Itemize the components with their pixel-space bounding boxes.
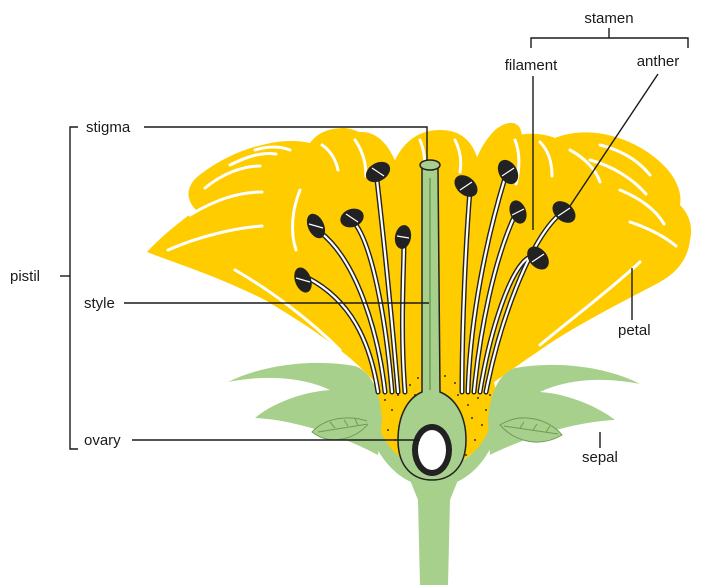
filament-label: filament: [505, 57, 558, 74]
stigma-tip: [420, 160, 440, 170]
left-sepal: [228, 363, 382, 455]
stamen-label: stamen: [584, 10, 633, 27]
anther-label: anther: [637, 53, 680, 70]
right-sepal: [488, 365, 640, 455]
petals: [147, 123, 691, 395]
ovary-label: ovary: [84, 432, 121, 449]
style-label: style: [84, 295, 115, 312]
stigma-label: stigma: [86, 119, 131, 136]
sepal-label: sepal: [582, 449, 618, 466]
pistil-label: pistil: [10, 268, 40, 285]
petal-label: petal: [618, 322, 651, 339]
pistil-bracket: [70, 127, 78, 449]
stem: [410, 480, 458, 585]
stamen-bracket: [531, 38, 688, 48]
ovule: [418, 430, 446, 470]
